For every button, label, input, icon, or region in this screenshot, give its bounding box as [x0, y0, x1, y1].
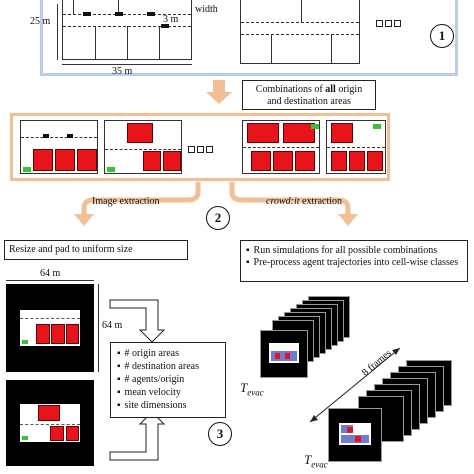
- feature-arrows: [109, 299, 166, 461]
- floor-plan-right: [240, 0, 360, 64]
- top-section: width 3 m 25 m 35 m 1: [0, 0, 474, 80]
- dim-64m-side-line: [98, 284, 99, 372]
- top-frame: [40, 0, 458, 76]
- combo-panel-4: [326, 120, 386, 174]
- padded-image-1: [6, 284, 94, 372]
- combo-ellipsis-1: [188, 140, 215, 158]
- bullet-run-simulations: Run simulations for all possible combina…: [246, 245, 462, 257]
- crowdit-extraction-label: crowd:it extraction: [266, 196, 342, 207]
- dim-64m-top-line: [6, 280, 94, 281]
- feature-origin-areas: # origin areas: [117, 347, 219, 360]
- combo-panel-3: [242, 120, 320, 174]
- dim-25m-label: 25 m: [30, 16, 51, 27]
- dim-3m-label: 3 m: [163, 14, 179, 25]
- feature-mean-velocity: mean velocity: [117, 386, 219, 399]
- resize-label: Resize and pad to uniform size: [4, 240, 188, 260]
- frames-arrow: [309, 347, 401, 423]
- tevac-label-2: Tevac: [304, 452, 328, 470]
- dim-64m-side-label: 64 m: [102, 320, 123, 331]
- frame-stack-2: [314, 360, 464, 466]
- feature-agents-origin: # agents/origin: [117, 373, 219, 386]
- dim-64m-top-label: 64 m: [40, 268, 61, 279]
- feature-site-dimensions: site dimensions: [117, 399, 219, 412]
- combo-panel-1: [20, 120, 98, 174]
- padded-image-2: [6, 380, 94, 466]
- combinations-label: Combinations of all origin and destinati…: [242, 80, 376, 110]
- step-2-circle: 2: [206, 206, 230, 230]
- arrow-down-1: [206, 80, 232, 104]
- bullet-preprocess: Pre-process agent trajectories into cell…: [246, 257, 462, 269]
- feature-destination-areas: # destination areas: [117, 360, 219, 373]
- frame-stack-1: [252, 296, 402, 392]
- step-3-circle: 3: [208, 422, 232, 446]
- floor-plan-left: [62, 0, 192, 60]
- feature-box: # origin areas # destination areas # age…: [110, 342, 226, 418]
- dim-35m-line: [62, 64, 192, 65]
- width-label: width: [195, 4, 218, 15]
- simulation-box: Run simulations for all possible combina…: [240, 240, 468, 282]
- dim-35m-label: 35 m: [112, 66, 133, 77]
- step-1-circle: 1: [430, 24, 454, 48]
- image-extraction-label: Image extraction: [92, 196, 160, 207]
- more-plans-ellipsis: [376, 14, 403, 32]
- combo-panel-2: [104, 120, 182, 174]
- split-arrows: [74, 182, 358, 226]
- dim-25m-line: [57, 4, 58, 60]
- tevac-label-1: Tevac: [240, 380, 264, 398]
